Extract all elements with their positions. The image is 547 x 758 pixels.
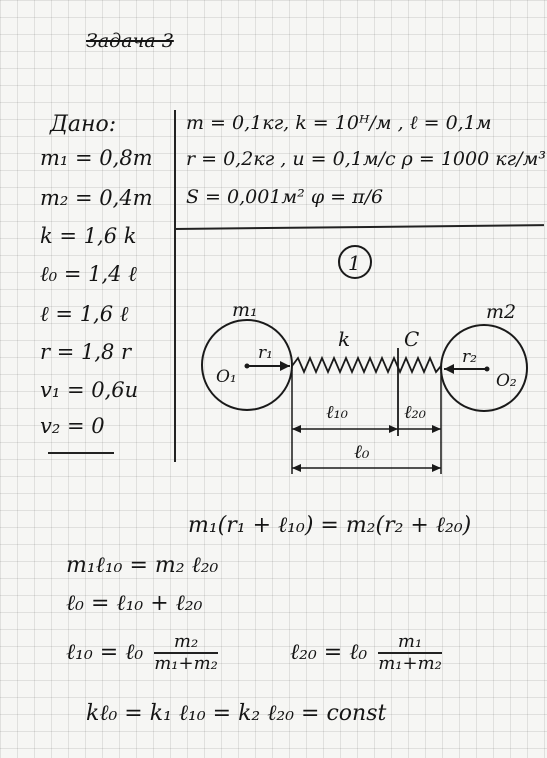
condition-line-3: S = 0,001м² φ = π/6 [186,186,384,208]
formula-moment-balance: m₁(r₁ + ℓ₁₀) = m₂(r₂ + ℓ₂₀) [188,513,472,538]
formula-l20: ℓ₂₀ = ℓ₀ m₁ m₁+m₂ [290,632,442,674]
label-k: k [338,327,350,351]
label-l10: ℓ₁₀ [326,402,348,423]
given-underline [48,452,114,454]
figure-number-circle [338,245,372,279]
label-r1: r₁ [258,343,273,363]
given-heading: Дано: [50,112,117,137]
label-c: C [404,327,419,351]
radius-r1-arrow [280,361,290,371]
figure-number: 1 [348,251,361,275]
vertical-divider [174,110,176,462]
label-r2: r₂ [462,347,477,367]
formula-l10-denominator: m₁+m₂ [154,652,218,674]
label-o1: O₁ [216,367,237,387]
label-m1: m₁ [232,299,258,321]
formula-l20-lhs: ℓ₂₀ = ℓ₀ [290,640,368,665]
label-l20: ℓ₂₀ [404,402,426,423]
formula-l10-fraction: m₂ m₁+m₂ [154,632,218,674]
ball-2 [440,324,528,412]
formula-l10-lhs: ℓ₁₀ = ℓ₀ [66,640,144,665]
formula-l20-fraction: m₁ m₁+m₂ [378,632,442,674]
formula-l10-numerator: m₂ [173,631,199,652]
formula-l20-numerator: m₁ [397,631,423,652]
dim-l0-arrow-left [292,464,301,472]
formula-stiffness: kℓ₀ = k₁ ℓ₁₀ = k₂ ℓ₂₀ = const [86,701,387,726]
dim-l10-arrow-right [389,425,398,433]
dim-l0-arrow-right [432,464,441,472]
given-item: v₁ = 0,6u [40,378,139,402]
given-item: m₁ = 0,8m [40,146,153,170]
given-item: m₂ = 0,4m [40,186,153,210]
given-item: r = 1,8 r [40,340,132,364]
formula-l10: ℓ₁₀ = ℓ₀ m₂ m₁+m₂ [66,632,218,674]
formula-length-sum: ℓ₀ = ℓ₁₀ + ℓ₂₀ [66,591,203,616]
condition-line-2: r = 0,2кг , u = 0,1м/с ρ = 1000 кг/м³ [186,148,546,170]
label-l0: ℓ₀ [354,441,370,463]
given-item: ℓ = 1,6 ℓ [40,302,129,326]
formula-l20-denominator: m₁+m₂ [378,652,442,674]
dim-l20-arrow-right [432,425,441,433]
formula-mass-ratio: m₁ℓ₁₀ = m₂ ℓ₂₀ [66,553,219,578]
given-item: k = 1,6 k [40,224,137,248]
dim-l10-arrow-left [292,425,301,433]
given-item: v₂ = 0 [40,414,105,438]
label-o2: O₂ [496,371,517,391]
radius-r2-arrow [444,364,454,374]
spring [291,355,442,375]
condition-line-1: m = 0,1кг, k = 10ᴴ/м , ℓ = 0,1м [186,112,492,134]
task-title: Задача 3 [86,30,174,52]
given-item: ℓ₀ = 1,4 ℓ [40,262,137,286]
label-m2: m2 [486,301,516,323]
